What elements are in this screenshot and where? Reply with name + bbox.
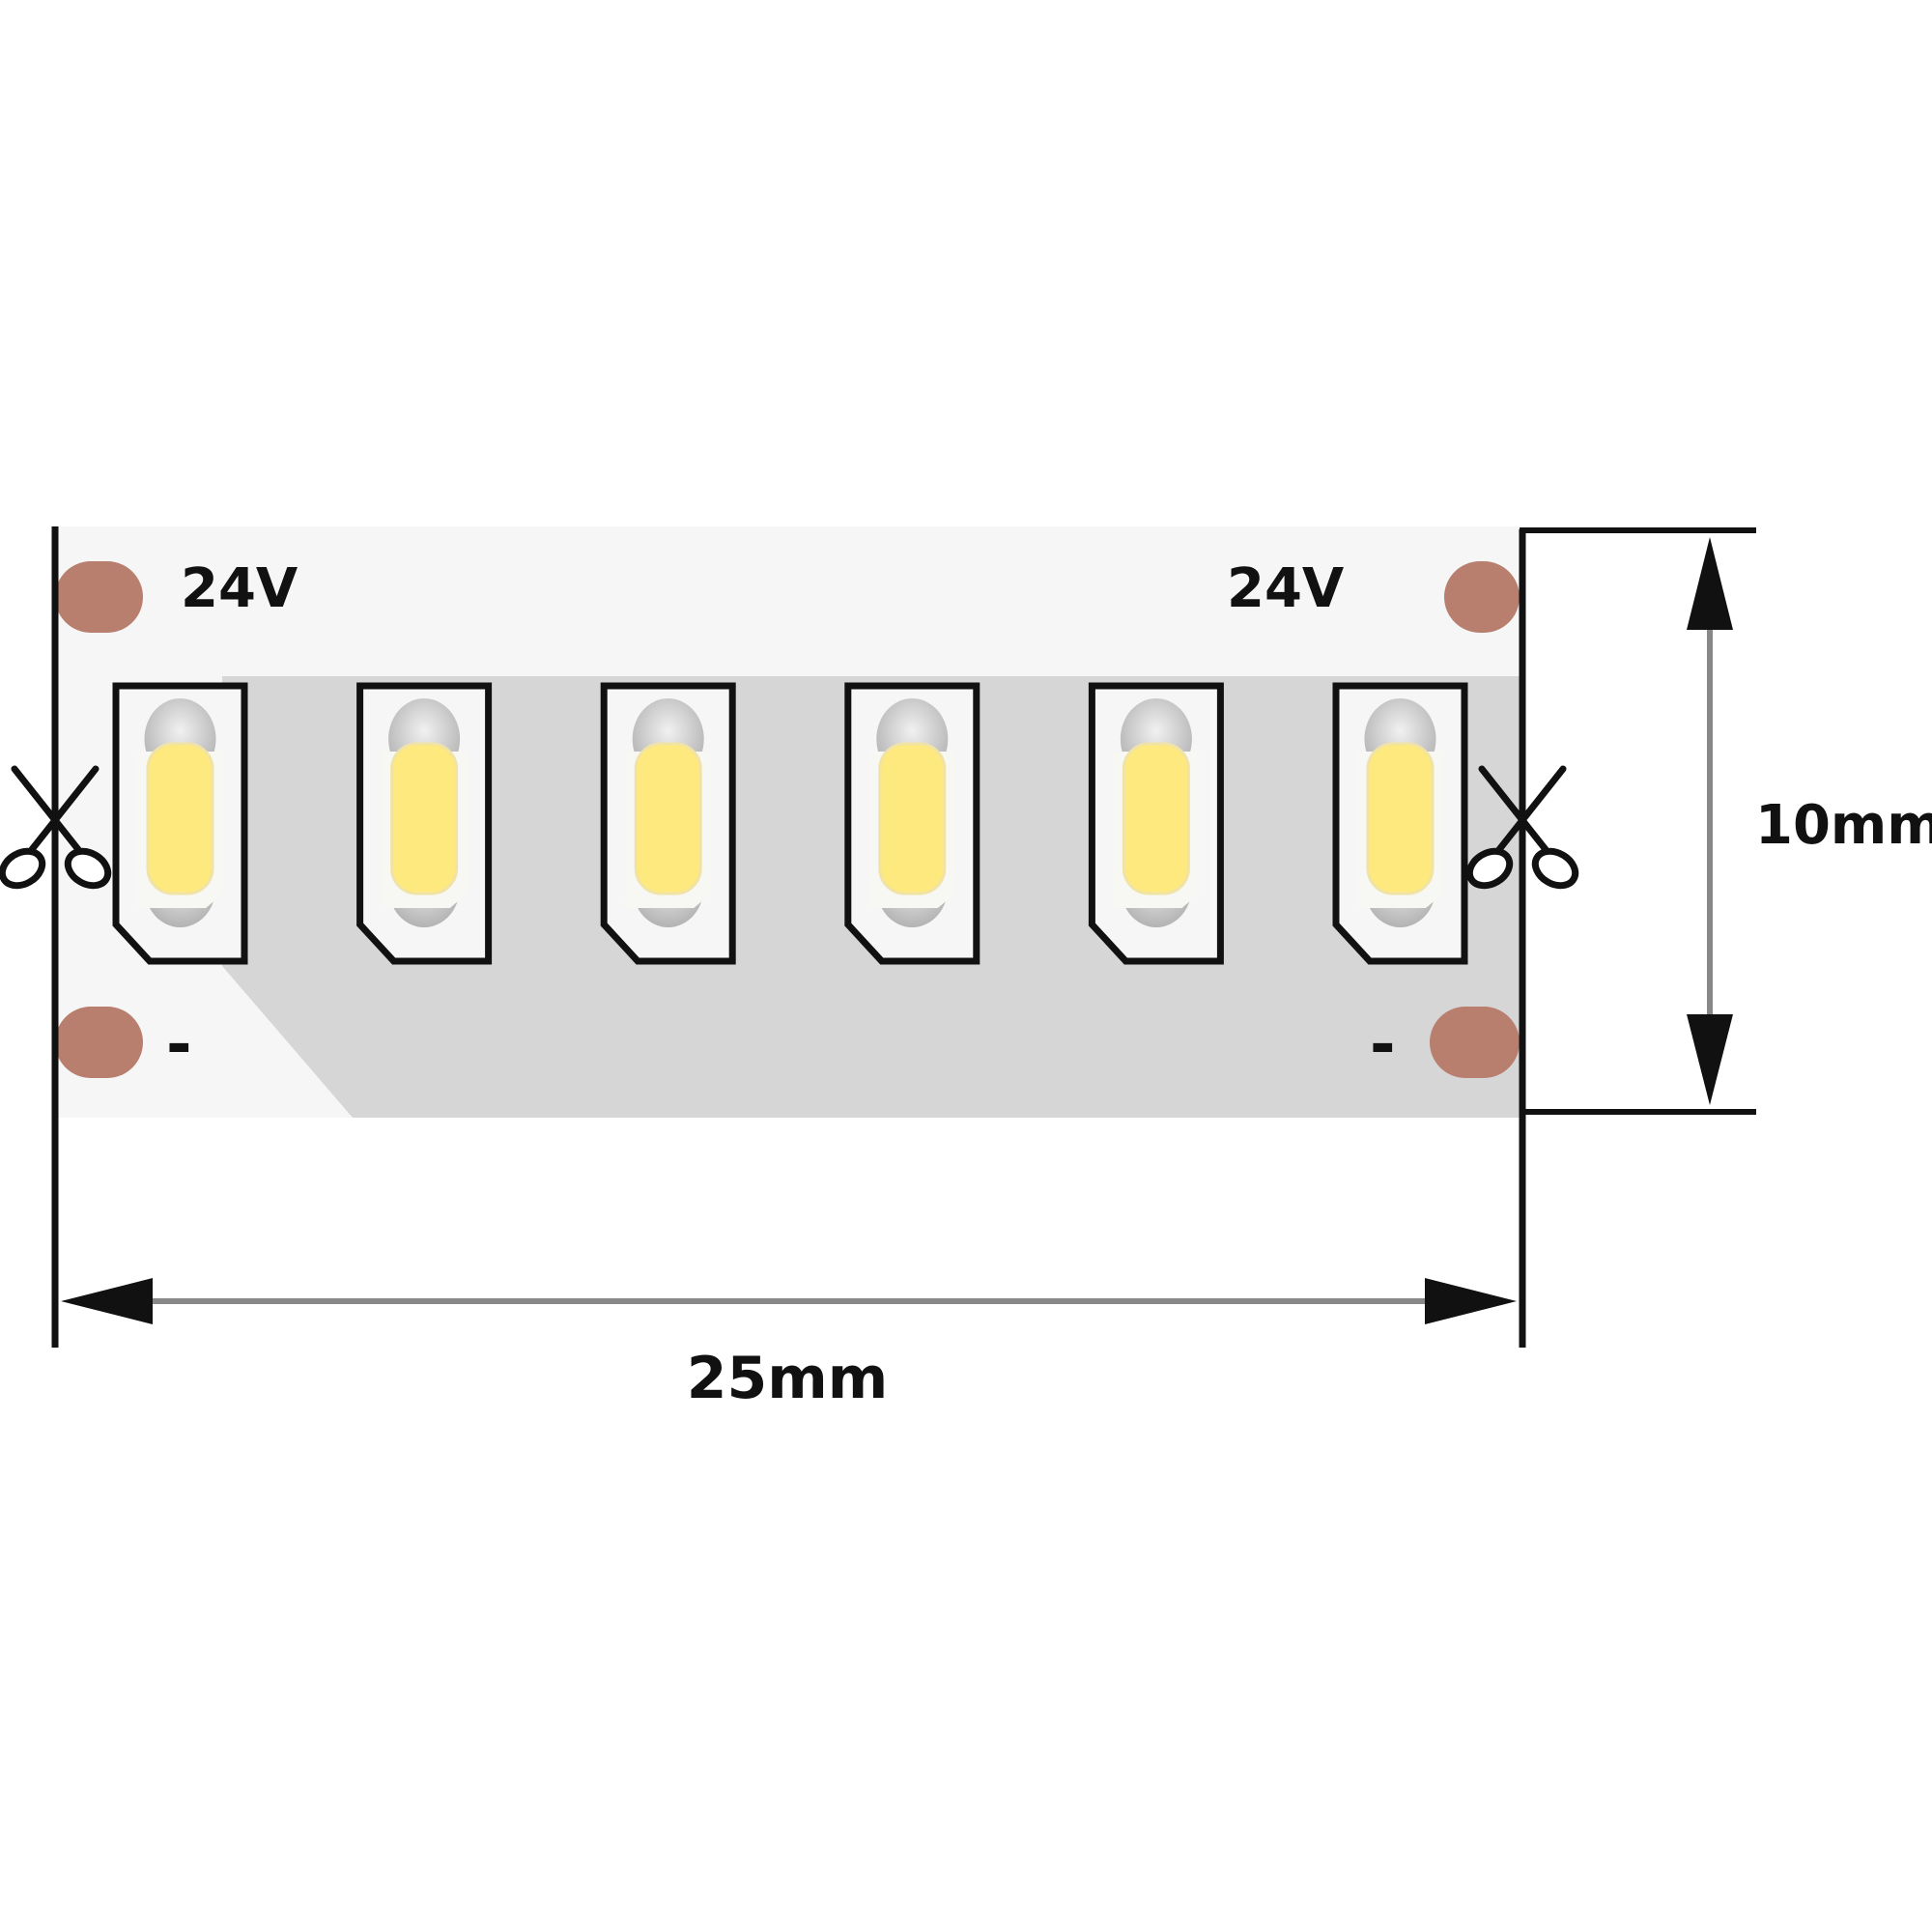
solder-pad-bottom-right (1430, 1007, 1520, 1078)
height-arrow-up (1687, 537, 1733, 630)
negative-label-right: - (1370, 1009, 1396, 1081)
led-emitter (390, 742, 459, 895)
width-arrow-right (1425, 1278, 1517, 1324)
voltage-label-right: 24V (1227, 557, 1345, 620)
scissors-icon (0, 765, 112, 890)
led-package (356, 682, 493, 965)
solder-pad-top-right (1444, 561, 1520, 633)
solder-pad-top-left (55, 561, 143, 633)
led-emitter (1122, 742, 1190, 895)
width-arrow-left (61, 1278, 153, 1324)
scissors-icon (1465, 765, 1579, 890)
negative-label-left: - (166, 1009, 192, 1081)
led-package (112, 682, 248, 965)
height-label: 10mm (1755, 794, 1932, 857)
led-package (1332, 682, 1468, 965)
led-emitter (634, 742, 702, 895)
led-package (1088, 682, 1224, 965)
solder-pad-bottom-left (55, 1007, 143, 1078)
led-package (844, 682, 980, 965)
voltage-label-left: 24V (181, 557, 298, 620)
led-emitter (146, 742, 214, 895)
led-emitter (1366, 742, 1435, 895)
led-emitter (878, 742, 947, 895)
led-row (112, 682, 1468, 965)
height-arrow-down (1687, 1014, 1733, 1105)
led-package (600, 682, 736, 965)
width-label: 25mm (687, 1345, 889, 1412)
